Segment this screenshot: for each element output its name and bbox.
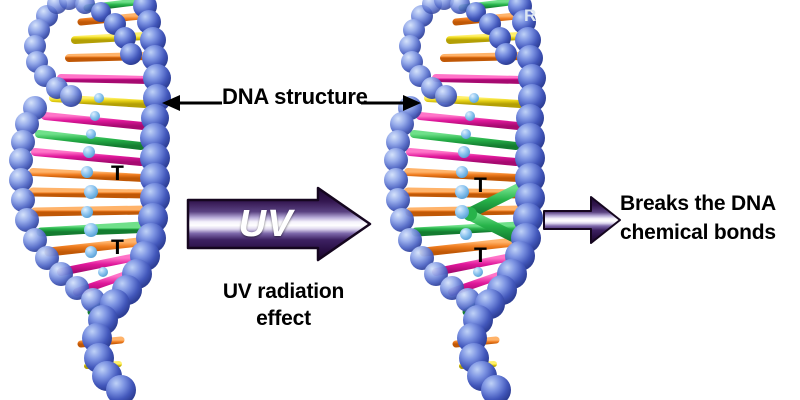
uv-arrow [186,186,372,262]
dna-structure-arrow-right [361,95,421,111]
uv-radiation-caption: UV radiation effect [196,278,371,332]
breaks-caption-line-1: Breaks the DNA [620,192,776,215]
uv-caption-line-1: UV radiation [222,280,345,303]
dna-helix-top-tail [47,0,142,65]
dna-structure-arrow-left [162,95,222,111]
breaks-caption-line-2: chemical bonds [620,221,776,244]
normal-dna-helix: T T [0,0,225,400]
thymine-label-top: T [474,174,487,197]
uv-caption-line-2: effect [256,307,311,330]
thymine-label-bottom: T [474,244,487,267]
dna-structure-label: DNA structure [222,84,368,109]
breaks-bonds-caption: Breaks the DNA chemical bonds [620,189,800,247]
dna-helix-top-tail [422,0,517,65]
sugar-bead-group [81,93,108,277]
thymine-pair-bonds [86,187,150,235]
watermark: R [524,6,538,25]
thymine-label-bottom: T [111,236,124,259]
breaks-bonds-arrow [543,196,621,244]
dna-backbone-back [9,5,105,312]
damaged-dna-helix: T T [370,0,600,400]
sugar-bead-group [455,93,483,277]
dna-backbone-front [82,0,171,400]
dna-backbone-front [457,0,546,400]
thymine-label-top: T [111,162,124,185]
